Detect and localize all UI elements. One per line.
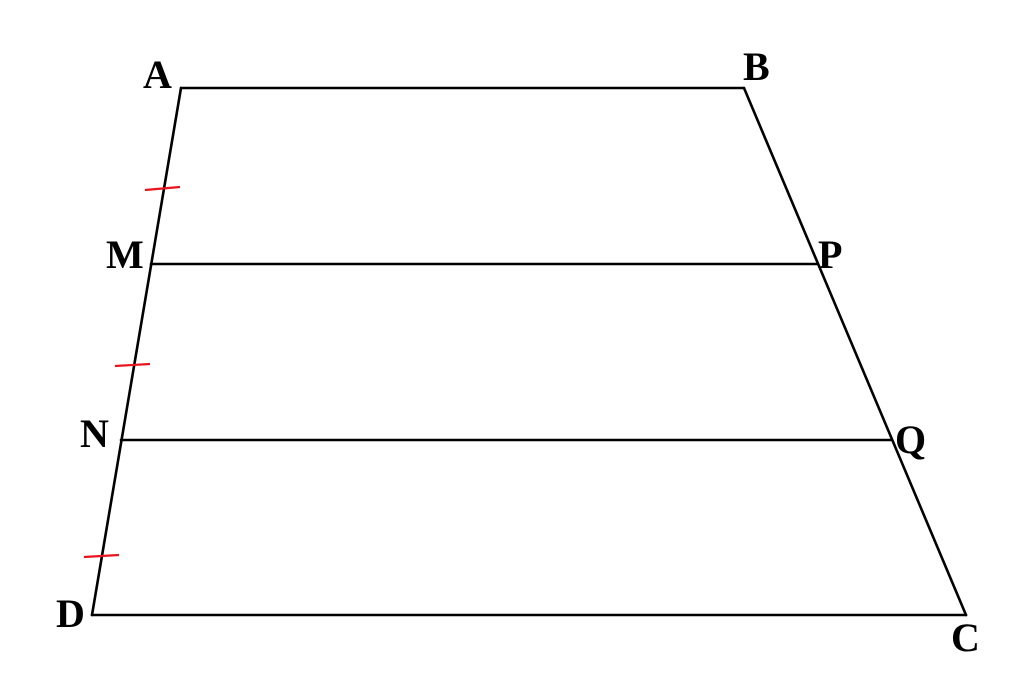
label-a: A bbox=[143, 52, 172, 97]
label-m: M bbox=[106, 232, 144, 277]
label-n: N bbox=[80, 411, 109, 456]
segment-bc bbox=[742, 86, 968, 617]
tick-mark-mn bbox=[114, 362, 151, 368]
label-q: Q bbox=[895, 417, 926, 462]
label-b: B bbox=[743, 44, 770, 89]
segment-ad bbox=[90, 86, 183, 617]
tick-mark-am bbox=[144, 185, 181, 192]
label-c: C bbox=[951, 615, 980, 660]
label-p: P bbox=[818, 232, 842, 277]
label-d: D bbox=[56, 591, 85, 636]
tick-mark-nd bbox=[83, 553, 120, 559]
